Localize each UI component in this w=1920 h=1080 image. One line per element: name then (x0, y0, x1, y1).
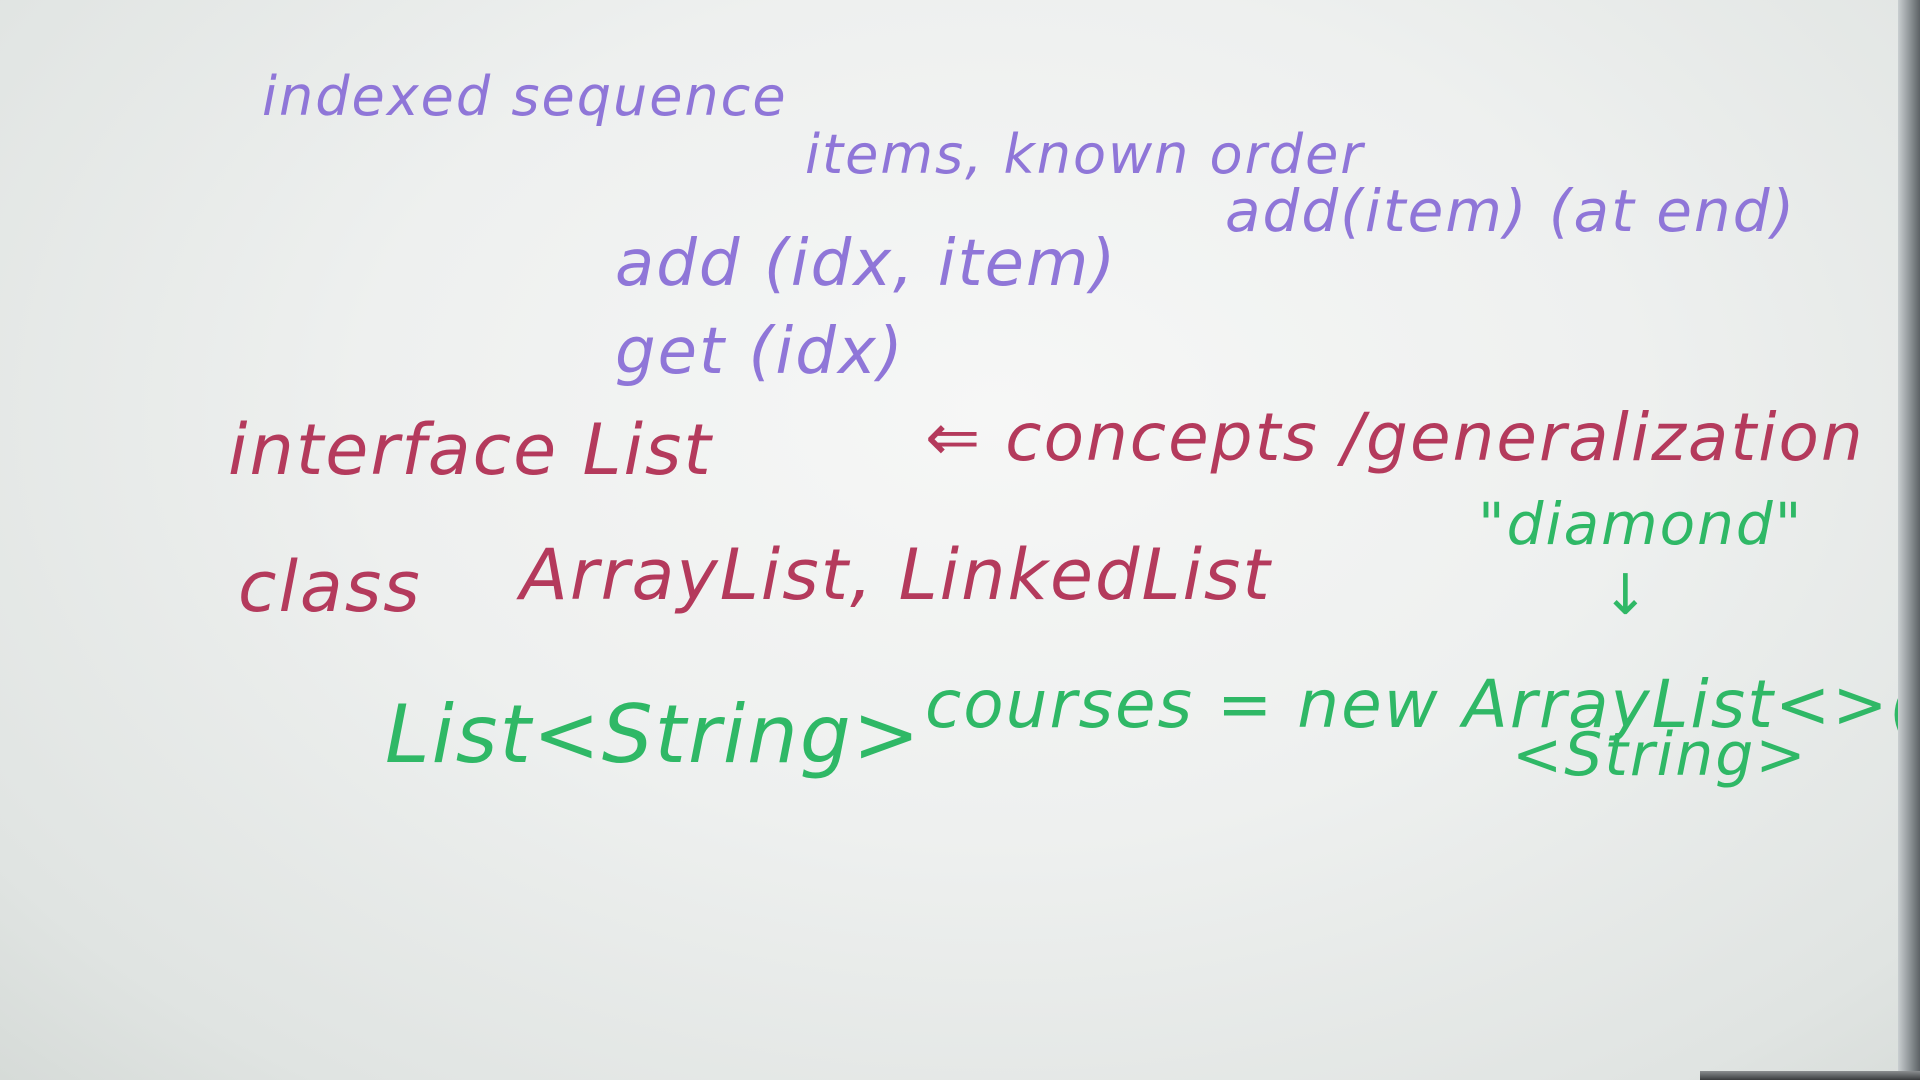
text-diamond: "diamond" (1478, 490, 1804, 558)
text-get-idx: get (idx) (615, 315, 905, 389)
text-declaration-type: List<String> (385, 688, 922, 781)
text-inferred-type: <String> (1512, 720, 1808, 790)
text-add-idx-item: add (idx, item) (615, 227, 1118, 301)
down-arrow-icon: ↓ (1602, 563, 1649, 628)
text-declaration-rest: courses = new ArrayList<>(); (925, 666, 1920, 743)
text-add-item-at-end: add(item) (at end) (1225, 177, 1797, 245)
text-interface-list: interface List (228, 409, 713, 491)
whiteboard-frame-edge (1898, 0, 1920, 1080)
text-items-known-order: items, known order (805, 123, 1365, 186)
text-concepts-generalization: ⇐ concepts /generalization (925, 399, 1865, 476)
text-indexed-sequence: indexed sequence (262, 65, 788, 128)
whiteboard-tray (1700, 1071, 1920, 1080)
text-class: class (238, 546, 422, 628)
text-arraylist-linkedlist: ArrayList, LinkedList (520, 534, 1272, 616)
